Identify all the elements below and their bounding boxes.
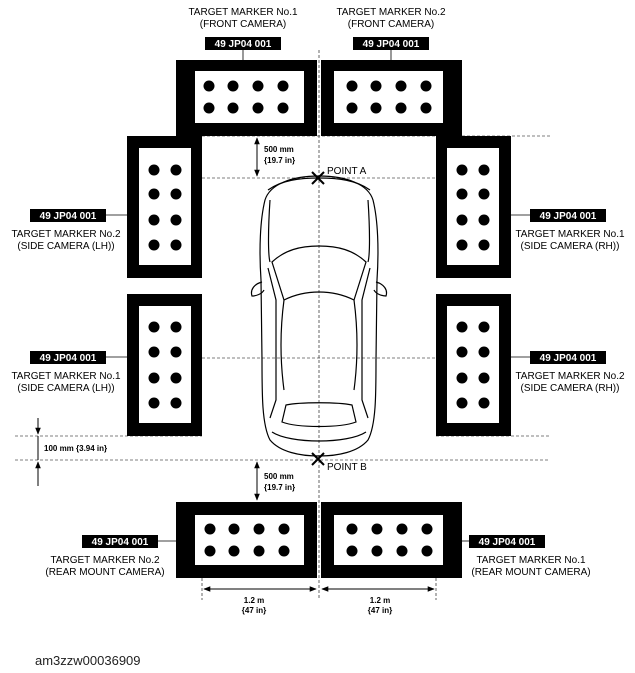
label-side-lh-marker-no2: 49 JP04 001 TARGET MARKER No.2 (SIDE CAM…	[11, 209, 121, 252]
front-gap-dimension: 500 mm {19.7 in}	[254, 137, 295, 177]
svg-text:(REAR MOUNT CAMERA): (REAR MOUNT CAMERA)	[45, 567, 164, 578]
figure-id: am3zzw00036909	[35, 653, 141, 668]
side-marker-rh-no1	[436, 136, 511, 278]
svg-text:500 mm: 500 mm	[264, 145, 294, 154]
svg-text:49 JP04 001: 49 JP04 001	[540, 211, 597, 222]
svg-text:TARGET MARKER No.2: TARGET MARKER No.2	[515, 371, 625, 382]
svg-text:(REAR MOUNT CAMERA): (REAR MOUNT CAMERA)	[471, 567, 590, 578]
svg-text:TARGET MARKER No.2: TARGET MARKER No.2	[336, 7, 446, 18]
front-marker-no1	[176, 60, 317, 136]
svg-text:{19.7 in}: {19.7 in}	[264, 156, 295, 165]
svg-text:49 JP04 001: 49 JP04 001	[40, 211, 97, 222]
svg-text:49 JP04 001: 49 JP04 001	[479, 537, 536, 548]
point-a-label: POINT A	[327, 166, 367, 177]
svg-text:49 JP04 001: 49 JP04 001	[40, 353, 97, 364]
svg-text:TARGET MARKER No.1: TARGET MARKER No.1	[11, 371, 121, 382]
rear-left-width-dimension: 1.2 m {47 in}	[203, 586, 317, 615]
svg-text:TARGET MARKER No.2: TARGET MARKER No.2	[50, 555, 160, 566]
point-b-label: POINT B	[327, 462, 367, 473]
label-side-rh-marker-no1: 49 JP04 001 TARGET MARKER No.1 (SIDE CAM…	[515, 209, 625, 252]
svg-text:500 mm: 500 mm	[264, 472, 294, 481]
svg-text:TARGET MARKER No.1: TARGET MARKER No.1	[476, 555, 586, 566]
svg-text:(SIDE CAMERA (LH)): (SIDE CAMERA (LH))	[17, 383, 114, 394]
svg-text:49 JP04 001: 49 JP04 001	[215, 39, 272, 50]
svg-text:TARGET MARKER No.1: TARGET MARKER No.1	[188, 7, 298, 18]
svg-text:(FRONT CAMERA): (FRONT CAMERA)	[348, 19, 434, 30]
side-marker-lh-no1	[127, 294, 202, 436]
label-rear-marker-no2: 49 JP04 001 TARGET MARKER No.2 (REAR MOU…	[45, 535, 165, 578]
svg-text:(FRONT CAMERA): (FRONT CAMERA)	[200, 19, 286, 30]
label-side-lh-marker-no1: 49 JP04 001 TARGET MARKER No.1 (SIDE CAM…	[11, 351, 121, 394]
svg-text:(SIDE CAMERA (LH)): (SIDE CAMERA (LH))	[17, 241, 114, 252]
svg-text:100 mm {3.94 in}: 100 mm {3.94 in}	[44, 444, 107, 453]
side-offset-dimension: 100 mm {3.94 in}	[35, 418, 107, 486]
svg-text:TARGET MARKER No.2: TARGET MARKER No.2	[11, 229, 121, 240]
rear-right-width-dimension: 1.2 m {47 in}	[321, 586, 435, 615]
point-b-mark	[311, 452, 325, 466]
label-front-marker-no2: TARGET MARKER No.2 (FRONT CAMERA) 49 JP0…	[336, 7, 446, 50]
side-marker-lh-no2	[127, 136, 202, 278]
svg-text:{47 in}: {47 in}	[368, 606, 392, 615]
front-marker-no2	[321, 60, 462, 136]
svg-text:{19.7 in}: {19.7 in}	[264, 483, 295, 492]
leader-lines	[104, 49, 532, 542]
svg-text:(SIDE CAMERA (RH)): (SIDE CAMERA (RH))	[521, 383, 620, 394]
svg-text:49 JP04 001: 49 JP04 001	[363, 39, 420, 50]
label-front-marker-no1: TARGET MARKER No.1 (FRONT CAMERA) 49 JP0…	[188, 7, 298, 50]
svg-text:1.2 m: 1.2 m	[244, 596, 264, 605]
rear-gap-dimension: 500 mm {19.7 in}	[254, 461, 295, 501]
svg-text:(SIDE CAMERA (RH)): (SIDE CAMERA (RH))	[521, 241, 620, 252]
svg-text:49 JP04 001: 49 JP04 001	[540, 353, 597, 364]
label-side-rh-marker-no2: 49 JP04 001 TARGET MARKER No.2 (SIDE CAM…	[515, 351, 625, 394]
rear-marker-no2	[176, 502, 317, 578]
vehicle-top-view	[250, 175, 388, 457]
svg-text:TARGET MARKER No.1: TARGET MARKER No.1	[515, 229, 625, 240]
point-a-mark	[311, 171, 325, 185]
svg-text:1.2 m: 1.2 m	[370, 596, 390, 605]
svg-text:{47 in}: {47 in}	[242, 606, 266, 615]
rear-marker-no1	[321, 502, 462, 578]
svg-text:49 JP04 001: 49 JP04 001	[92, 537, 149, 548]
side-marker-rh-no2	[436, 294, 511, 436]
label-rear-marker-no1: 49 JP04 001 TARGET MARKER No.1 (REAR MOU…	[469, 535, 591, 578]
